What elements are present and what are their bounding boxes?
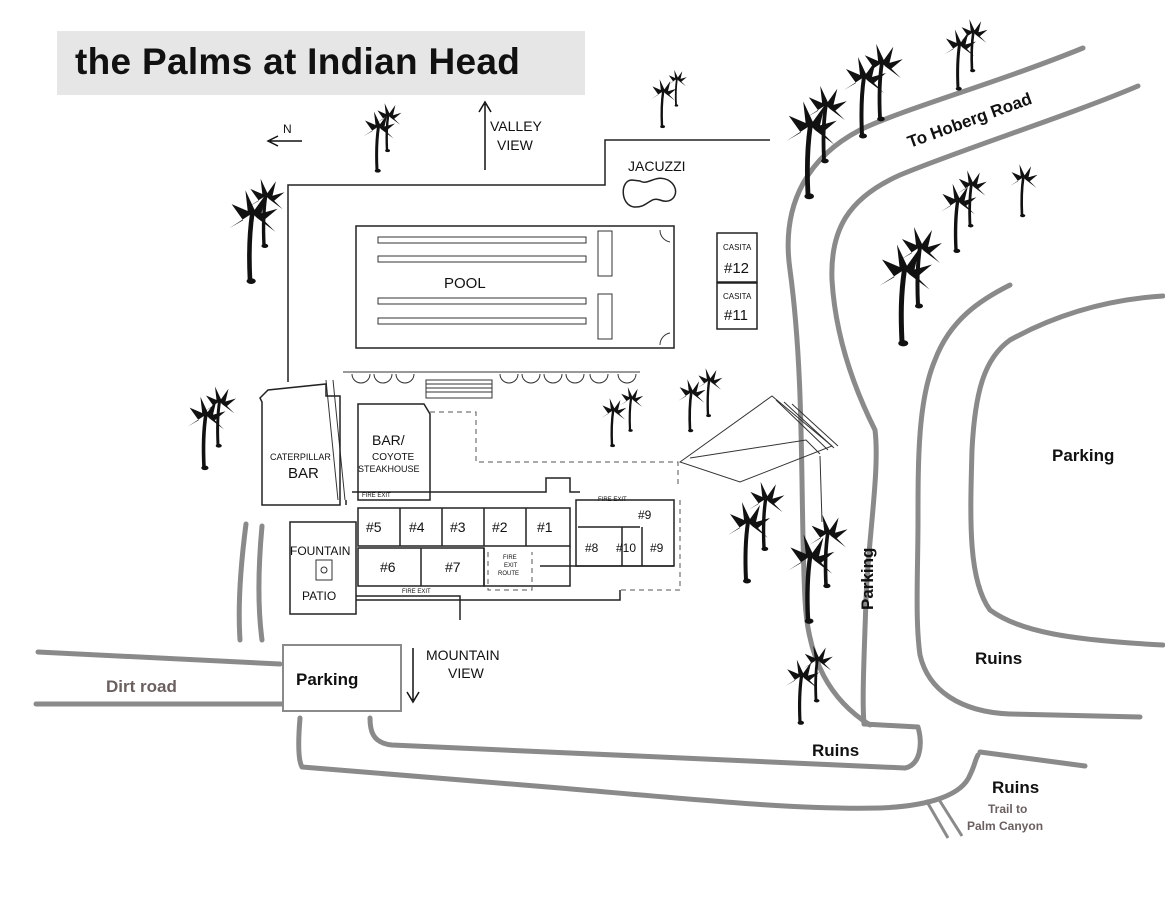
palm-tree-icon — [362, 110, 397, 175]
palm-tree-icon — [229, 190, 277, 284]
room-9-upper[interactable]: #9 — [638, 508, 652, 522]
fountain — [315, 559, 333, 581]
east-lot-outline — [968, 293, 1165, 648]
mountain-view-arrow-icon — [406, 648, 420, 704]
fire-exit-3: FIRE EXIT — [402, 589, 431, 595]
fire-exit-route-1: FIRE — [503, 555, 517, 561]
trail-road — [977, 749, 1088, 769]
mountain-view-label: VIEW — [448, 665, 485, 681]
west-lane-b — [256, 523, 265, 643]
fountain-label: FOUNTAIN — [290, 544, 350, 558]
road-parking-label: Parking — [858, 548, 877, 610]
room-3[interactable]: #3 — [450, 519, 466, 535]
north-label: N — [283, 122, 292, 136]
palm-tree-icon — [880, 245, 933, 347]
bar-label: BAR/ — [372, 432, 405, 448]
main-parking-label: Parking — [296, 670, 358, 689]
casita-12-number: #12 — [724, 260, 749, 277]
hoberg-road-south-edge — [367, 83, 1141, 771]
room-10[interactable]: #10 — [616, 541, 636, 555]
north-arrow-icon — [266, 135, 302, 147]
south-loop-road — [296, 715, 981, 811]
palm-tree-icon — [667, 69, 688, 108]
trail-label-1: Trail to — [988, 802, 1027, 816]
east-lot-south-edge — [914, 282, 1143, 720]
steakhouse-label: STEAKHOUSE — [358, 464, 420, 474]
trail-label-2: Palm Canyon — [967, 819, 1043, 833]
bar-coyote-steakhouse[interactable] — [357, 403, 431, 501]
room-1[interactable]: #1 — [537, 519, 553, 535]
jacuzzi-label: JACUZZI — [628, 158, 686, 174]
room-2[interactable]: #2 — [492, 519, 508, 535]
ruins-trail-label: Ruins — [992, 778, 1039, 797]
room-block — [289, 477, 675, 620]
hoberg-road-north-edge — [785, 45, 1086, 728]
palm-tree-icon — [783, 657, 821, 727]
dirt-road-north — [35, 649, 283, 667]
east-ramp — [678, 395, 839, 523]
valley-view-arrow-icon — [478, 100, 492, 170]
ruins-east-label: Ruins — [975, 649, 1022, 668]
fire-exit-1: FIRE EXIT — [362, 493, 391, 499]
dirt-road-label: Dirt road — [106, 677, 177, 696]
pool-lanes — [377, 229, 671, 346]
fire-exit-route-2: EXIT — [504, 563, 518, 569]
casita-12-label: CASITA — [723, 243, 752, 252]
pool-label: POOL — [444, 275, 486, 292]
east-parking-label: Parking — [1052, 446, 1114, 465]
hoberg-road-label: To Hoberg Road — [905, 89, 1035, 152]
title-banner: the Palms at Indian Head — [57, 31, 585, 95]
casita-11[interactable] — [716, 282, 758, 330]
casita-11-label: CASITA — [723, 292, 752, 301]
coyote-label: COYOTE — [372, 452, 415, 463]
caterpillar-label: CATERPILLAR — [270, 452, 331, 462]
property-outline — [287, 139, 770, 382]
trail-path — [924, 797, 964, 839]
room-9-lower[interactable]: #9 — [650, 541, 664, 555]
palm-tree-icon — [676, 377, 707, 434]
palm-tree-icon — [1008, 163, 1039, 219]
map-title: the Palms at Indian Head — [75, 41, 521, 82]
fire-exit-route-3: ROUTE — [498, 571, 519, 577]
fire-exit-2: FIRE EXIT — [598, 497, 627, 503]
pool — [355, 225, 675, 349]
caterpillar-bar-label: BAR — [288, 465, 319, 482]
fire-exit-route-line — [487, 552, 533, 591]
casita-11-number: #11 — [724, 307, 748, 324]
fountain-basin-icon — [320, 566, 328, 574]
terrace-arches — [325, 371, 640, 501]
casita-12[interactable] — [716, 232, 758, 283]
caterpillar-bar[interactable] — [259, 383, 341, 506]
west-lane-a — [236, 521, 249, 643]
room-4[interactable]: #4 — [409, 519, 425, 535]
palm-tree-icon — [600, 397, 628, 449]
palm-tree-icon — [861, 41, 905, 124]
room-7[interactable]: #7 — [445, 559, 461, 575]
mountain-label: MOUNTAIN — [426, 647, 500, 663]
dashed-boundary-north — [430, 411, 679, 485]
valley-label: VALLEY — [490, 118, 543, 134]
room-5[interactable]: #5 — [366, 519, 382, 535]
main-parking-lot[interactable] — [282, 644, 402, 712]
room-6[interactable]: #6 — [380, 559, 396, 575]
room-8[interactable]: #8 — [585, 541, 599, 555]
valley-view-label: VIEW — [497, 137, 534, 153]
ruins-south-label: Ruins — [812, 741, 859, 760]
palm-tree-icon — [650, 77, 678, 130]
patio-label: PATIO — [302, 589, 336, 603]
jacuzzi — [622, 177, 677, 208]
